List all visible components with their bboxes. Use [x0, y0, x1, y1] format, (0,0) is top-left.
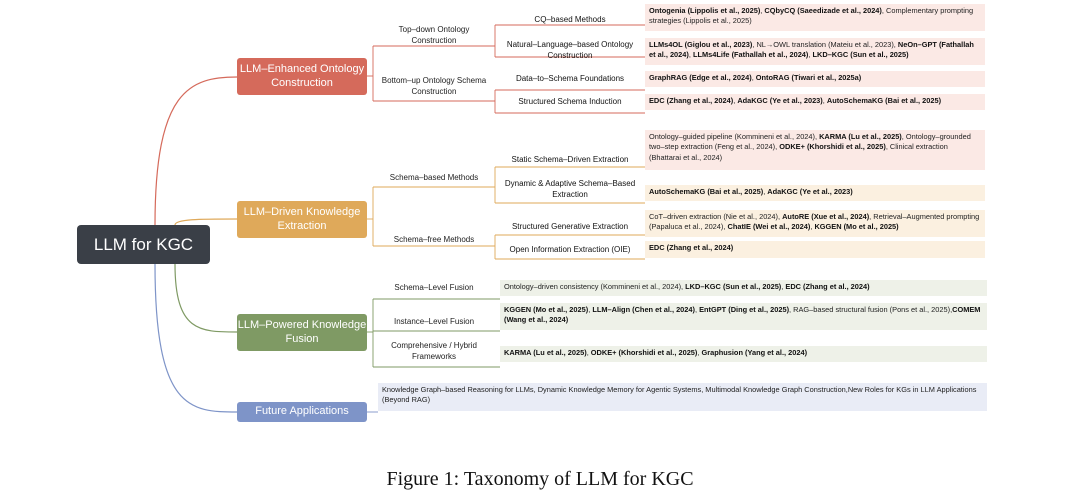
schema-induction-label: Structured Schema Induction [518, 97, 622, 106]
figure-caption: Figure 1: Taxonomy of LLM for KGC [386, 468, 694, 490]
nl-ontology-label: Natural–Language–based Ontology Construc… [506, 40, 634, 60]
ssi-refs: EDC (Zhang et al., 2024), AdaKGC (Ye et … [645, 94, 985, 110]
dynamic-schema-label: Dynamic & Adaptive Schema–Based Extracti… [504, 179, 636, 199]
static-refs: Ontology–guided pipeline (Kommineni et a… [645, 130, 985, 170]
cq-methods-label: CQ–based Methods [534, 15, 606, 24]
taxonomy-diagram: LLM for KGC LLM–Enhanced Ontology Constr… [77, 4, 987, 422]
cq-refs: Ontogenia (Lippolis et al., 2025), CQbyC… [645, 4, 985, 31]
instance-fusion-refs: KGGEN (Mo et al., 2025), LLM–Align (Chen… [500, 303, 987, 330]
branch-future-applications: Future Applications [237, 402, 367, 422]
hybrid-label: Comprehensive / Hybrid Frameworks [391, 341, 477, 361]
schema-free-label: Schema–free Methods [393, 235, 475, 244]
oie-label: Open Information Extraction (OIE) [509, 245, 631, 254]
connector-lines [154, 24, 645, 413]
bottomup-label: Bottom–up Ontology Schema Construction [381, 76, 487, 96]
hybrid-fusion-refs: KARMA (Lu et al., 2025), ODKE+ (Khorshid… [500, 346, 987, 362]
schema-level-label: Schema–Level Fusion [394, 283, 474, 292]
topdown-label: Top–down Ontology Construction [398, 25, 470, 45]
future-refs: Knowledge Graph–based Reasoning for LLMs… [378, 383, 987, 411]
static-schema-label: Static Schema–Driven Extraction [511, 155, 629, 164]
branch-knowledge-fusion: LLM–Powered Knowledge Fusion [237, 314, 367, 351]
branch-ontology-construction: LLM–Enhanced Ontology Construction [237, 58, 367, 95]
dynamic-refs: AutoSchemaKG (Bai et al., 2025), AdaKGC … [645, 185, 985, 201]
sge-refs: CoT–driven extraction (Nie et al., 2024)… [645, 210, 985, 237]
data-to-schema-label: Data–to–Schema Foundations [515, 74, 625, 83]
oie-refs: EDC (Zhang et al., 2024) [645, 241, 985, 258]
branch-knowledge-extraction: LLM–Driven Knowledge Extraction [237, 201, 367, 238]
nl-refs: LLMs4OL (Giglou et al., 2023), NL→OWL tr… [645, 38, 985, 65]
d2s-refs: GraphRAG (Edge et al., 2024), OntoRAG (T… [645, 71, 985, 87]
root-node: LLM for KGC [77, 225, 210, 264]
schema-based-label: Schema–based Methods [389, 173, 479, 182]
schema-fusion-refs: Ontology–driven consistency (Kommineni e… [500, 280, 987, 296]
structured-generative-label: Structured Generative Extraction [511, 222, 629, 231]
instance-level-label: Instance–Level Fusion [393, 317, 475, 326]
